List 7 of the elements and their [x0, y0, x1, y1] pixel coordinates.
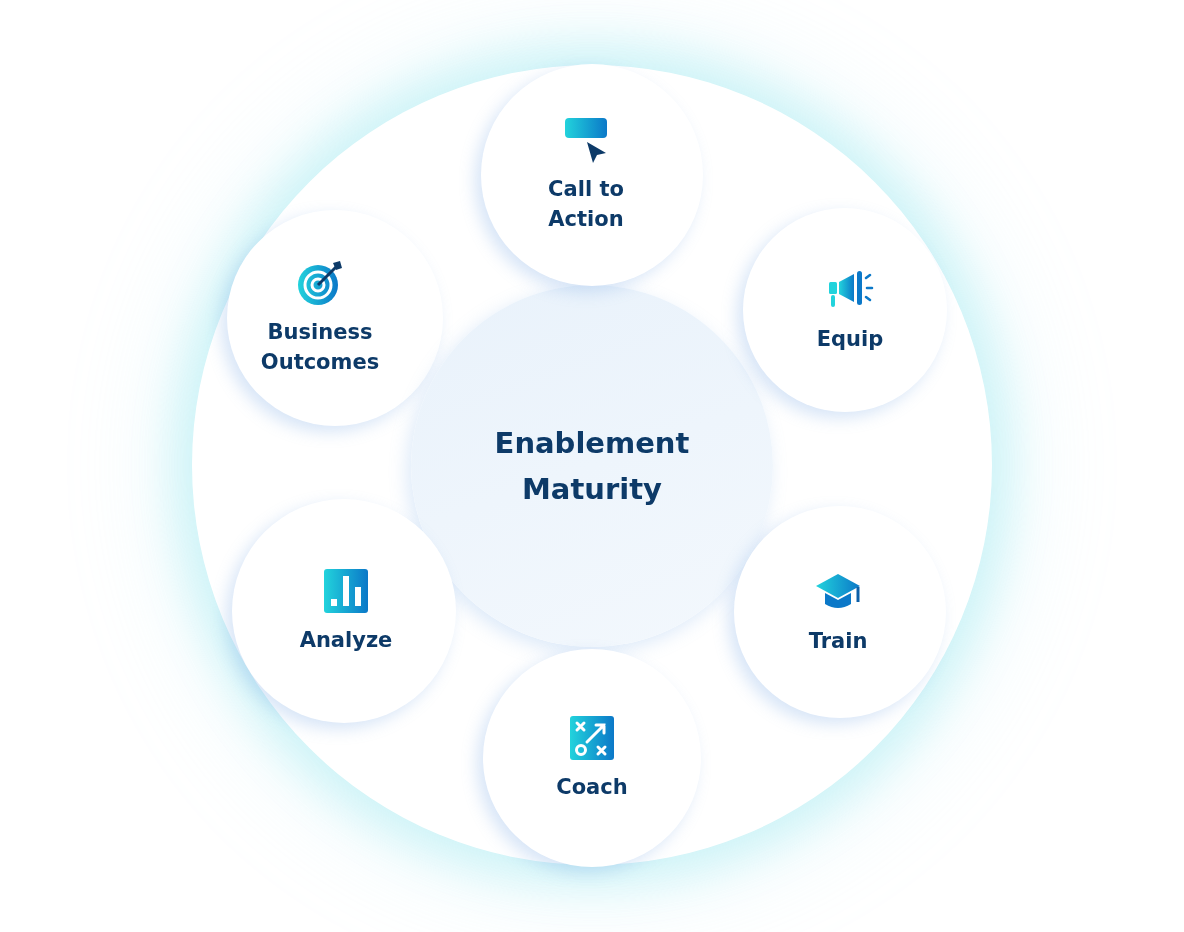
stage-label: Business Outcomes	[259, 319, 381, 376]
stage-label: Coach	[556, 774, 628, 801]
stage-label: Analyze	[299, 627, 393, 654]
stage-label: Call to Action	[547, 176, 625, 233]
stage-label: Equip	[816, 326, 884, 353]
center-title: Enablement Maturity	[493, 425, 691, 508]
stage-label: Train	[808, 628, 868, 655]
